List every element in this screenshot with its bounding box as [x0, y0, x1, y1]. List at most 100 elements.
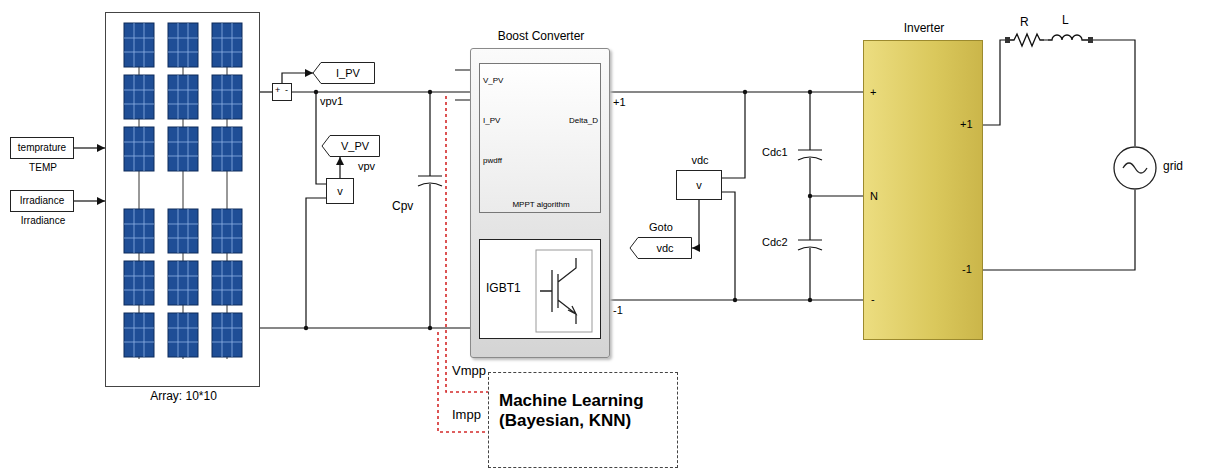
grid-source: grid [1113, 146, 1157, 190]
boost-converter: Boost ConverterV_PVI_PVpwdffDelta_DMPPT … [470, 48, 610, 358]
resistor-background [1008, 32, 1044, 48]
connector [74, 200, 105, 201]
connector [692, 200, 699, 248]
pv-panel [168, 75, 198, 119]
pv-panel [168, 127, 198, 171]
voltage-measurement: vdcv [676, 170, 722, 200]
node-text: Irradiance [11, 215, 75, 227]
node-text: vdc [677, 154, 723, 167]
pv-panel [124, 313, 154, 357]
node-text: N [870, 190, 878, 203]
panel-cells [168, 313, 198, 357]
node-text: - [871, 293, 875, 306]
pv-panel [212, 127, 242, 171]
pv-panel [168, 261, 198, 305]
node-text: grid [1163, 160, 1183, 174]
pv-array: Array: 10*10 [105, 12, 260, 387]
igbt-symbol [540, 258, 576, 324]
node-text: Irradiance [11, 195, 73, 207]
signal-name: Vmpp [452, 364, 486, 379]
panel-cells [168, 23, 198, 67]
inductor-background [1048, 30, 1088, 48]
part-name: Cdc2 [762, 236, 788, 249]
panel-cells [124, 23, 154, 67]
junction-dot [428, 326, 432, 330]
part-name: R [1020, 16, 1029, 30]
node-text: V_PV [483, 76, 503, 85]
capacitor-symbol [798, 92, 863, 300]
node-text: vdc [638, 242, 692, 255]
node-text: MPPT algorithm [480, 200, 602, 209]
tag-shape [322, 136, 380, 157]
panel-cells [124, 261, 154, 305]
string-wire [139, 23, 140, 359]
panel-cells [124, 75, 154, 119]
connector [260, 91, 272, 92]
pv-panel [168, 209, 198, 253]
pv-panel [124, 261, 154, 305]
igbt-block: IGBT1 [479, 239, 601, 339]
node-text: Delta_D [540, 116, 598, 125]
string-wire [183, 23, 184, 359]
port-name: +1 [613, 96, 626, 109]
connector [260, 327, 470, 328]
pv-panel [168, 23, 198, 67]
pv-panel [212, 23, 242, 67]
source-circle [1114, 147, 1156, 189]
node-text: Inverter [864, 22, 984, 36]
part-name: L [1062, 14, 1069, 28]
goto-tag: I_PV [313, 62, 375, 84]
junction-dot [808, 90, 812, 94]
string-wire [227, 23, 228, 359]
node-text: +1 [960, 118, 973, 131]
signal-name: vpv1 [320, 95, 343, 108]
node-text: + [870, 86, 876, 99]
node-text: - [285, 85, 288, 95]
pv-panel [212, 261, 242, 305]
panel-cells [212, 75, 242, 119]
part-name: Cdc1 [762, 146, 788, 159]
node-text: IGBT1 [486, 282, 521, 296]
goto-tag: Gotovdc [630, 237, 692, 259]
signal-name: Impp [452, 408, 481, 423]
node-text: Machine Learning (Bayesian, KNN) [499, 391, 669, 430]
node-text: Array: 10*10 [106, 390, 261, 404]
panel-cells [168, 75, 198, 119]
symbol-frame [536, 250, 592, 332]
pv-panel [124, 127, 154, 171]
junction-dot [733, 298, 737, 302]
input-block: tempratureTEMP [10, 137, 74, 159]
port-name: -1 [613, 304, 623, 317]
array-outline [106, 13, 261, 388]
connector [983, 190, 1135, 270]
panel-cells [212, 261, 242, 305]
part-name: Cpv [392, 200, 413, 214]
panel-cells [168, 261, 198, 305]
pv-panel [124, 23, 154, 67]
panel-cells [212, 127, 242, 171]
node-text: TEMP [11, 162, 75, 174]
signal-name: vpv [358, 160, 375, 173]
connector [292, 91, 470, 92]
panel-cells [212, 23, 242, 67]
connector [282, 73, 313, 83]
node-text: -1 [962, 263, 972, 276]
input-block: IrradianceIrradiance [10, 190, 74, 212]
terminal [1088, 37, 1093, 43]
inductor-symbol [1048, 35, 1088, 40]
panel-cells [124, 313, 154, 357]
junction-dot [808, 194, 812, 198]
connector [339, 157, 340, 178]
wire [306, 198, 326, 328]
node-text: + [275, 85, 280, 95]
tag-shape [630, 238, 692, 259]
junction-dot [743, 90, 747, 94]
connector [983, 40, 1135, 146]
panel-cells [124, 127, 154, 171]
inverter-block: Inverter+N-+1-1 [863, 40, 983, 340]
terminal [1005, 37, 1010, 43]
node-text: v [677, 179, 721, 192]
sine-symbol [1123, 163, 1147, 173]
node-text: Boost Converter [471, 30, 611, 44]
